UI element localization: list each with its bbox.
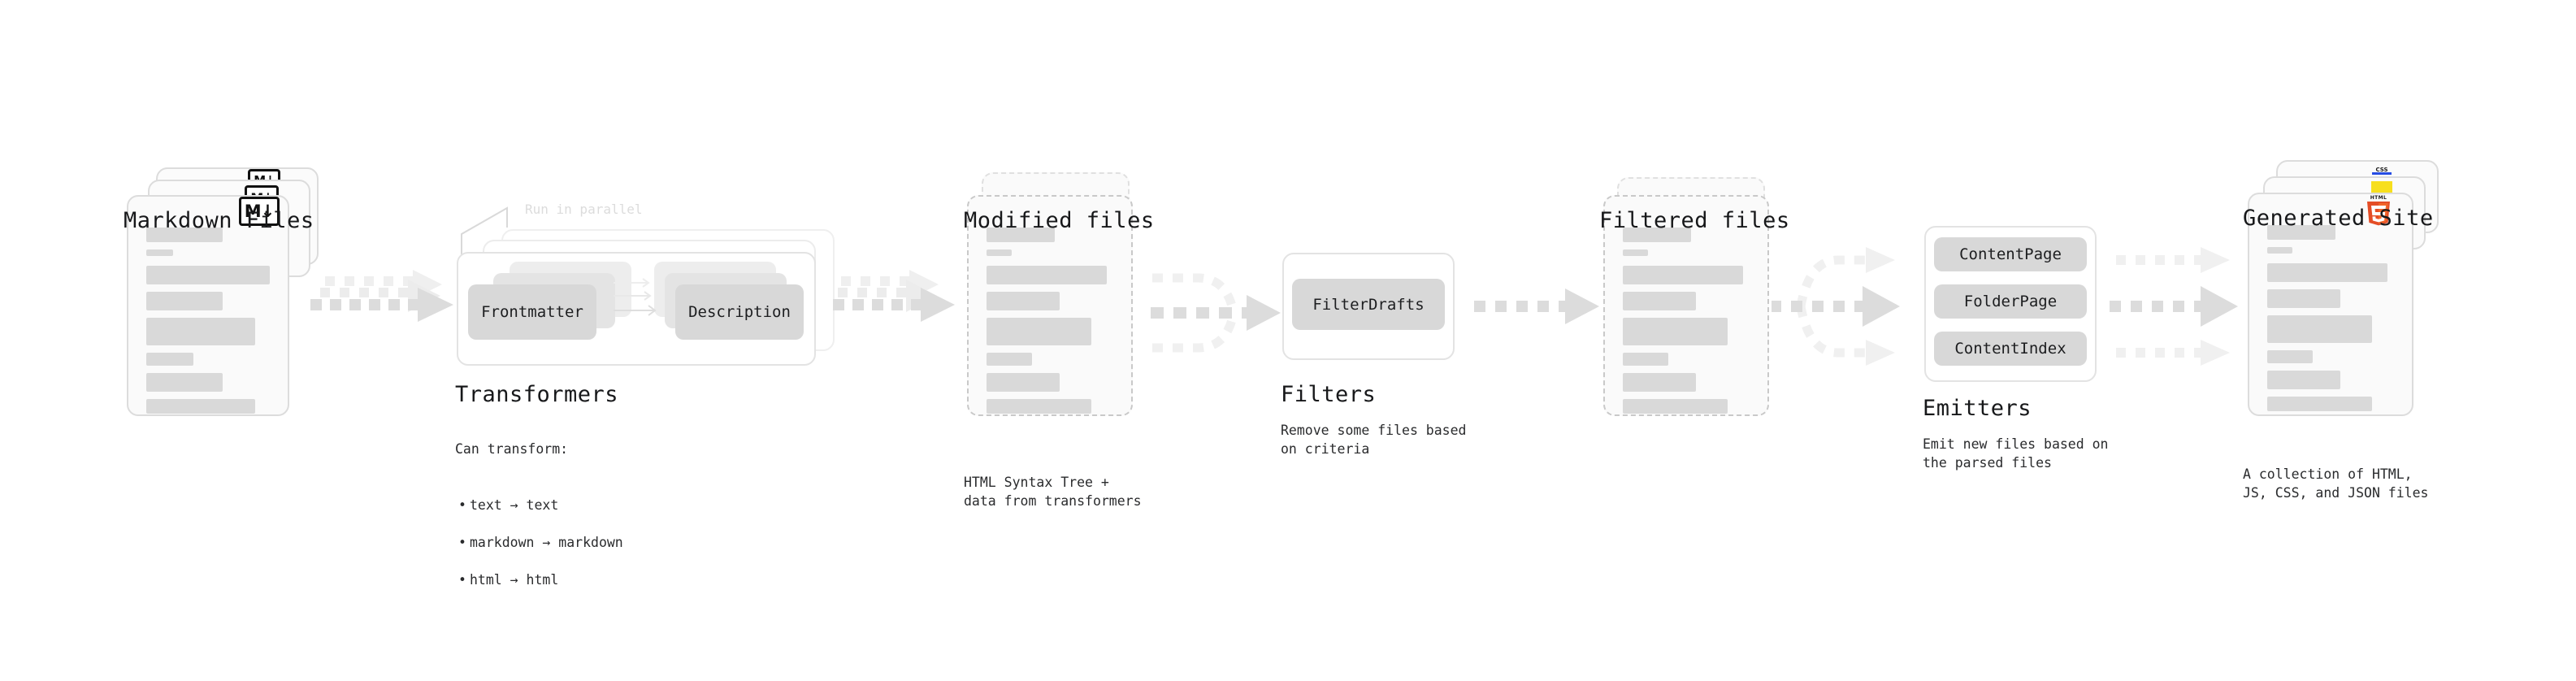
transformers-bullet-list: text → text markdown → markdown html → h… [455, 477, 623, 608]
transformer-inner-arrows [614, 278, 657, 316]
stage-title-filters: Filters [1281, 382, 1377, 407]
run-in-parallel-bracket [461, 206, 508, 257]
transformers-description: Can transform: text → text markdown → ma… [455, 421, 623, 627]
filter-chip-filterdrafts[interactable]: FilterDrafts [1292, 279, 1445, 330]
markdown-icon: M↓ [239, 197, 280, 226]
transformers-description-lead: Can transform: [455, 441, 569, 457]
emitter-chip-contentpage[interactable]: ContentPage [1934, 237, 2087, 271]
transformer-chip-frontmatter[interactable]: Frontmatter [468, 284, 596, 340]
site-file-card [2248, 193, 2413, 416]
modified-file-card [967, 195, 1133, 416]
arrow-modified-to-filters [1151, 273, 1281, 353]
document-content [2267, 225, 2394, 419]
stage-title-emitters: Emitters [1923, 396, 2032, 421]
transformer-chip-description[interactable]: Description [675, 284, 804, 340]
stage-title-generated-site: Generated Site [2243, 206, 2434, 231]
list-item: html → html [458, 570, 623, 589]
emitters-description: Emit new files based on the parsed files [1923, 436, 2109, 471]
run-in-parallel-label: Run in parallel [525, 202, 643, 217]
list-item: text → text [458, 496, 623, 514]
modified-files-description: HTML Syntax Tree + data from transformer… [964, 475, 1142, 509]
filters-description: Remove some files based on criteria [1281, 423, 1467, 457]
stage-title-modified-files: Modified files [964, 208, 1155, 233]
list-item: markdown → markdown [458, 533, 623, 552]
javascript-icon [2371, 181, 2392, 196]
document-content [1623, 228, 1750, 421]
css-icon: CSS [2371, 165, 2392, 176]
arrow-transformers-to-modified [833, 270, 955, 322]
svg-text:HTML: HTML [2370, 195, 2387, 201]
filtered-file-card [1603, 195, 1769, 416]
stage-title-markdown-files: Markdown Files [124, 208, 314, 233]
markdown-file-card [127, 195, 289, 416]
document-content [146, 228, 270, 421]
document-content [987, 228, 1113, 421]
stage-title-filtered-files: Filtered files [1599, 208, 1790, 233]
stage-title-transformers: Transformers [455, 382, 619, 407]
emitter-chip-contentindex[interactable]: ContentIndex [1934, 332, 2087, 366]
arrow-emitters-to-site [2110, 247, 2238, 366]
arrow-filtered-to-emitters [1772, 247, 1900, 366]
generated-site-description: A collection of HTML, JS, CSS, and JSON … [2243, 466, 2429, 501]
arrow-filters-to-filtered [1474, 288, 1599, 324]
arrow-markdown-to-transformers [310, 270, 453, 322]
emitter-chip-folderpage[interactable]: FolderPage [1934, 284, 2087, 319]
html5-icon: HTML [2365, 193, 2392, 226]
svg-text:CSS: CSS [2375, 167, 2387, 173]
